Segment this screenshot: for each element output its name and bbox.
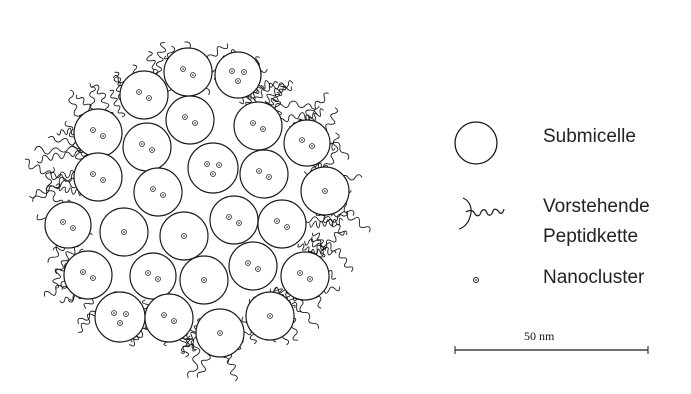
peptide-chain [25,159,75,182]
nanocluster [124,312,129,317]
nanocluster [118,321,123,326]
submicelle [210,196,258,244]
legend-peptide-label-line2: Peptidkette [543,226,638,247]
nanocluster [91,172,96,177]
submicelle [130,253,176,299]
legend-peptide-label-line1: Vorstehende [543,196,650,217]
scale-bar [455,346,648,354]
nanocluster [285,225,290,230]
nanocluster [61,220,66,225]
nanocluster [268,314,273,319]
nanocluster [205,162,210,167]
nanocluster [150,148,155,153]
nanocluster [156,277,161,282]
nanocluster [101,134,106,139]
submicelle [284,120,330,166]
legend-submicelle-label: Submicelle [543,126,636,147]
nanocluster [202,278,207,283]
nanocluster [191,73,196,78]
nanocluster [172,319,177,324]
nanocluster [256,267,261,272]
nanocluster [91,276,96,281]
nanocluster [323,189,328,194]
legend-nanocluster-icon [473,277,478,282]
nanocluster [71,226,76,231]
submicelle [45,202,91,248]
nanocluster [193,121,198,126]
nanocluster [182,234,187,239]
nanocluster [91,128,96,133]
nanocluster [181,67,186,72]
submicelle [74,153,122,201]
nanocluster [310,144,315,149]
nanocluster [230,69,235,74]
nanocluster [267,175,272,180]
nanocluster [122,230,127,235]
nanocluster [147,96,152,101]
legend-nanocluster-label: Nanocluster [543,267,645,288]
submicelle [234,102,282,150]
nanocluster [161,193,166,198]
submicelle [166,96,214,144]
submicelle [95,292,145,342]
nanocluster [300,138,305,143]
nanocluster [257,169,262,174]
nanocluster [140,142,145,147]
scale-bar-label: 50 nm [524,329,555,343]
nanocluster [236,79,241,84]
submicelle [240,150,288,198]
submicelle [134,168,182,216]
nanocluster [162,313,167,318]
nanocluster [137,90,142,95]
nanocluster [101,178,106,183]
submicelle [145,294,193,342]
legend-submicelle-icon [455,122,497,164]
legend-peptide-chain-icon [459,198,504,229]
submicelle [215,52,261,98]
nanocluster [146,271,151,276]
nanocluster [251,121,256,126]
nanocluster [218,331,223,336]
nanocluster [261,127,266,132]
submicelle [74,109,122,157]
nanocluster [275,219,280,224]
nanocluster [246,261,251,266]
legend: Submicelle Vorstehende Peptidkette Nanoc… [455,122,650,354]
nanocluster [298,271,303,276]
submicelle-cluster [45,48,349,357]
nanocluster [211,172,216,177]
nanocluster [217,163,222,168]
submicelle [229,242,277,290]
nanocluster [237,221,242,226]
nanocluster [227,215,232,220]
nanocluster [183,115,188,120]
submicelle [164,48,212,96]
submicelle [120,71,168,119]
nanocluster [112,311,117,316]
submicelle [188,143,238,193]
submicelle [64,251,112,299]
submicelle [281,252,329,300]
submicelle [258,200,306,248]
nanocluster [308,277,313,282]
nanocluster [242,70,247,75]
nanocluster [151,187,156,192]
nanocluster [81,270,86,275]
submicelle [123,123,171,171]
